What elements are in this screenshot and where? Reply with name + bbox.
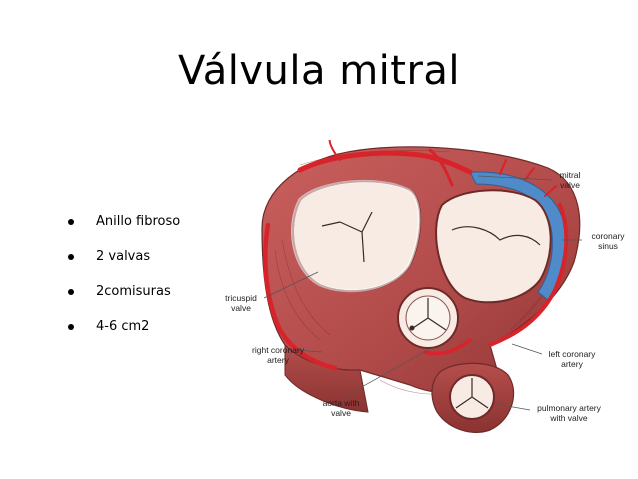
slide-title: Válvula mitral xyxy=(177,48,461,94)
heart-valves-illustration xyxy=(261,140,582,433)
bullet-item: Anillo fibroso xyxy=(60,212,180,247)
label-pulmonary-artery-with-valve: pulmonary artery with valve xyxy=(537,403,601,423)
label-leader-lines xyxy=(263,175,582,411)
bullet-item: 4-6 cm2 xyxy=(60,317,180,352)
bullet-text: Anillo fibroso xyxy=(96,214,181,229)
bullet-dot-icon xyxy=(68,289,74,295)
pulmonary-artery-shape xyxy=(431,362,515,433)
bullet-dot-icon xyxy=(68,254,74,260)
bullet-dot-icon xyxy=(68,219,74,225)
bullet-item: 2 valvas xyxy=(60,247,180,282)
mitral-valve-shape xyxy=(435,189,552,304)
bullet-item: 2comisuras xyxy=(60,282,180,317)
label-right-coronary-artery: right coronary artery xyxy=(252,345,304,365)
label-tricuspid-valve: tricuspid valve xyxy=(225,293,257,313)
coronary-arteries xyxy=(263,140,569,371)
label-mitral-valve: mitral valve xyxy=(559,170,581,190)
bullet-dot-icon xyxy=(68,324,74,330)
label-coronary-sinus: coronary sinus xyxy=(591,231,625,251)
bullet-text: 4-6 cm2 xyxy=(96,319,150,334)
bullet-list: Anillo fibroso 2 valvas 2comisuras 4-6 c… xyxy=(60,212,180,352)
label-aorta-with-valve: aorta with valve xyxy=(322,398,360,418)
tricuspid-valve-shape xyxy=(291,179,422,293)
aortic-valve-shape xyxy=(397,287,459,349)
bullet-text: 2 valvas xyxy=(96,249,151,264)
label-left-coronary-artery: left coronary artery xyxy=(548,349,596,369)
bullet-text: 2comisuras xyxy=(96,284,171,299)
